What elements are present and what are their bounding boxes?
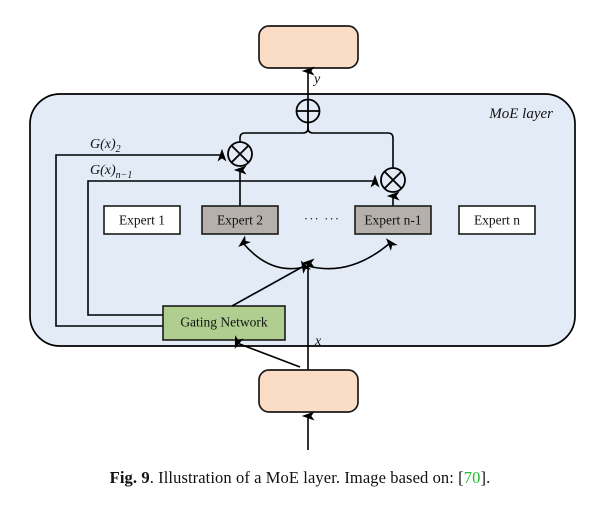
expert-box-n: Expert n <box>458 205 536 235</box>
moe-layer-diagram: MoE layer y <box>29 25 576 450</box>
moe-layer-container <box>29 93 576 347</box>
figure-caption: Fig. 9. Illustration of a MoE layer. Ima… <box>0 468 600 488</box>
output-signal-label: y <box>312 72 321 87</box>
product-right-to-sum-edge <box>307 123 394 168</box>
caption-citation[interactable]: 70 <box>463 468 481 487</box>
expert-n-1-label: Expert n-1 <box>364 213 421 228</box>
expert-box-n-1: Expert n-1 <box>354 205 432 235</box>
product-node-expertn1 <box>380 167 406 193</box>
expert-box-2: Expert 2 <box>201 205 279 235</box>
gating-network-box: Gating Network <box>162 305 286 341</box>
expert-1-label: Expert 1 <box>119 213 165 228</box>
gating-network-label: Gating Network <box>180 315 268 330</box>
gate-weight-expert2-edge <box>55 148 227 327</box>
caption-body: . Illustration of a MoE layer. Image bas… <box>149 468 464 487</box>
gating-to-dispatch-edge <box>231 260 312 307</box>
expert-2-label: Expert 2 <box>217 213 263 228</box>
caption-figure-number: Fig. 9 <box>109 468 150 487</box>
product-node-expert2 <box>227 141 253 167</box>
gate-label-expert2: G(x)2 <box>90 137 121 155</box>
caption-tail: ]. <box>480 468 491 487</box>
input-block <box>258 369 359 413</box>
expert-n-label: Expert n <box>474 213 520 228</box>
input-signal-label: x <box>314 334 322 349</box>
output-block <box>258 25 359 69</box>
input-to-gating-edge <box>234 335 301 368</box>
gate-weight-expertn1-edge <box>87 174 380 316</box>
moe-layer-label: MoE layer <box>488 106 553 122</box>
gate-label-expertn1: G(x)n−1 <box>90 163 132 181</box>
experts-ellipsis: ··· ··· <box>304 211 340 226</box>
sum-node <box>295 98 321 124</box>
expert-box-1: Expert 1 <box>103 205 181 235</box>
dispatch-arc-to-expertn1 <box>307 238 398 270</box>
